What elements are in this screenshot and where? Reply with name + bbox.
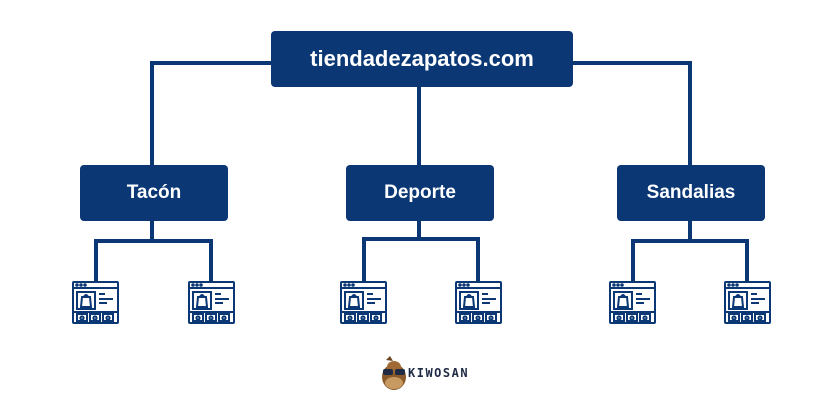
connector-root-sandalias — [573, 61, 692, 165]
connector-root-tacon — [150, 61, 271, 165]
webpage-shop-icon — [609, 281, 656, 324]
category-label: Sandalias — [646, 182, 736, 203]
webpage-shop-icon — [72, 281, 119, 324]
webpage-shop-icon — [188, 281, 235, 324]
category-node-sandalias: Sandalias — [617, 165, 765, 221]
connector-sandalias-pages — [631, 239, 749, 283]
category-node-deporte: Deporte — [346, 165, 494, 221]
category-label: Deporte — [384, 182, 456, 203]
connector-tacon-pages — [94, 239, 213, 283]
webpage-shop-icon — [455, 281, 502, 324]
webpage-shop-icon — [724, 281, 771, 324]
logo-text: KIWOSAN — [408, 366, 470, 380]
webpage-shop-icon — [340, 281, 387, 324]
connector-deporte-pages — [362, 237, 480, 283]
category-node-tacon: Tacón — [80, 165, 228, 221]
category-label: Tacón — [126, 182, 182, 203]
camel-mascot-icon — [382, 356, 406, 390]
root-label: tiendadezapatos.com — [310, 46, 534, 71]
root-node: tiendadezapatos.com — [271, 31, 573, 87]
